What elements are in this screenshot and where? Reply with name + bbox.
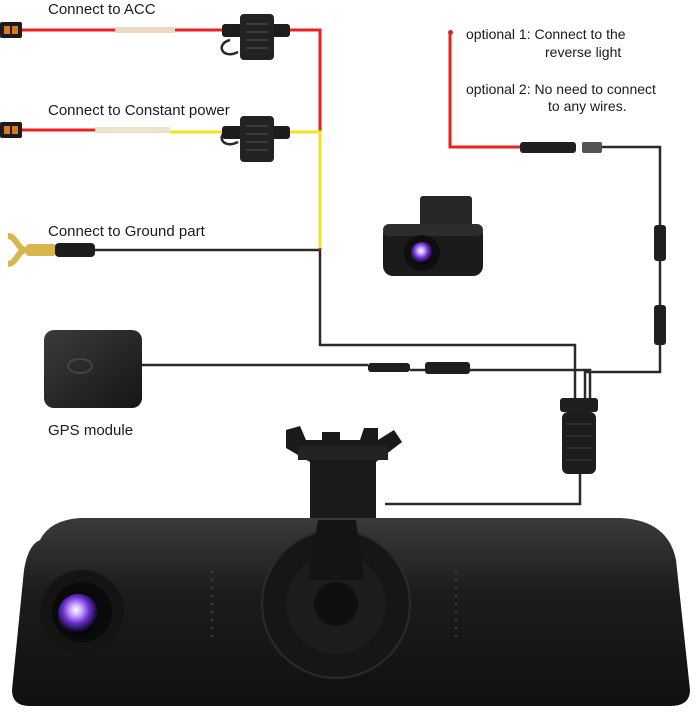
label-constant-power: Connect to Constant power — [48, 102, 230, 119]
fuse-plug-acc — [0, 22, 22, 38]
ground-fork-terminal — [7, 233, 95, 267]
harness-connectors — [368, 142, 666, 374]
label-optional1-line1: optional 1: Connect to the — [466, 26, 626, 42]
mirror-dashcam — [12, 518, 690, 706]
yellow-wires — [170, 130, 322, 248]
label-gps-module: GPS module — [48, 422, 134, 439]
label-optional2-line2: to any wires. — [548, 98, 627, 114]
label-acc: Connect to ACC — [48, 1, 156, 18]
label-ground: Connect to Ground part — [48, 223, 205, 240]
wire-junction — [560, 398, 598, 474]
label-optional2-line1: optional 2: No need to connect — [466, 81, 656, 97]
red-dot-marker — [448, 30, 453, 35]
fuse-plug-constant — [0, 122, 22, 138]
mount-bracket — [286, 426, 402, 520]
label-optional1-line2: reverse light — [545, 44, 622, 60]
rear-camera — [383, 196, 483, 276]
fuse-holder-constant — [222, 116, 290, 162]
fuse-holder-acc — [222, 14, 290, 60]
heat-shrink-segments — [95, 27, 175, 133]
gps-module — [44, 330, 142, 408]
